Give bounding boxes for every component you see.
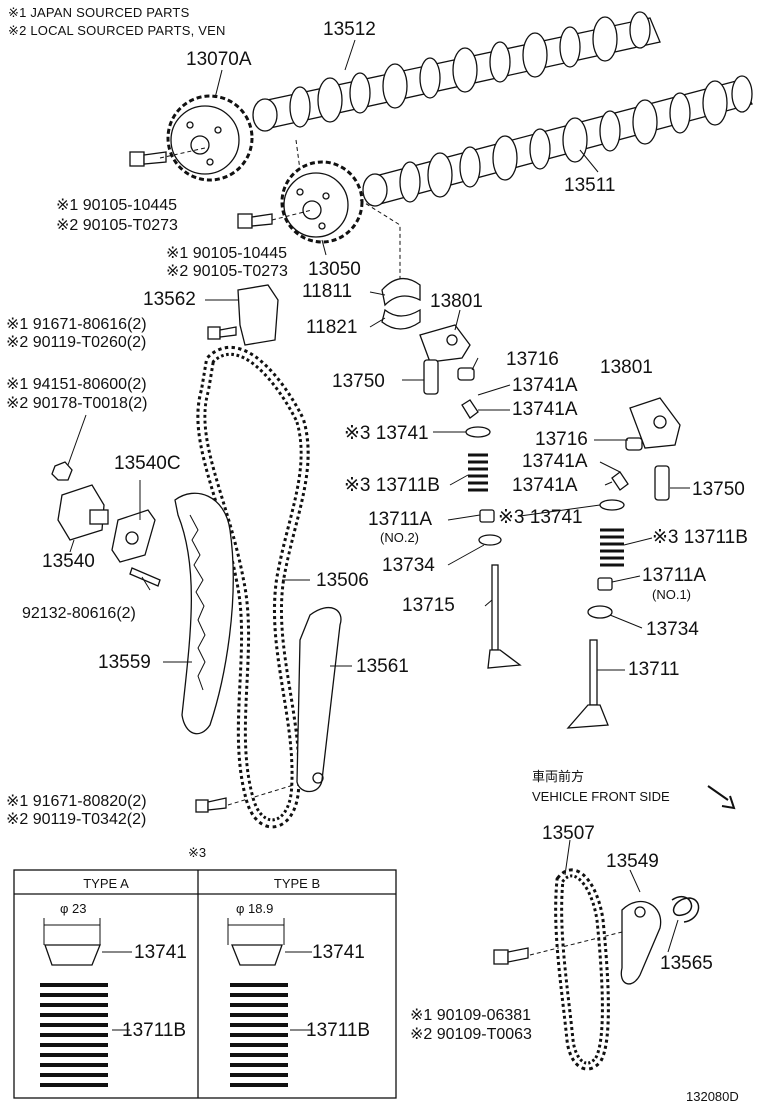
label-bolt1-b: ※2 90105-T0273 <box>56 217 178 234</box>
dia-b: φ 18.9 <box>236 901 274 916</box>
note-local-sourced: ※2 LOCAL SOURCED PARTS, VEN <box>8 23 226 38</box>
label-bolt4-a: ※1 91671-80820(2) <box>6 793 147 810</box>
label-bolt1-a: ※1 90105-10445 <box>56 197 178 214</box>
label-13741-a: ※3 13741 <box>344 423 429 444</box>
label-13741A-2: 13741A <box>512 399 578 420</box>
label-13507: 13507 <box>542 823 595 844</box>
label-13070A: 13070A <box>186 49 252 70</box>
label-13801-a: 13801 <box>430 291 483 312</box>
label-no1: (NO.1) <box>652 587 691 602</box>
label-nut-a: ※1 94151-80600(2) <box>6 376 147 393</box>
type-box <box>13 869 397 1099</box>
label-13750-a: 13750 <box>332 371 385 392</box>
label-13511: 13511 <box>564 175 616 196</box>
sprocket-13070A <box>166 94 254 182</box>
label-13716-a: 13716 <box>506 349 559 370</box>
label-13711B-b: ※3 13711B <box>652 527 748 548</box>
lash-adjuster-13750-b <box>654 465 670 501</box>
tensioner-13540 <box>57 484 109 541</box>
label-13715: 13715 <box>402 595 455 616</box>
label-bolt3-b: ※2 90119-T0260(2) <box>6 334 147 351</box>
type-a-13711B: 13711B <box>122 1020 187 1041</box>
chain-guide-13559 <box>174 492 234 735</box>
label-bolt4-b: ※2 90119-T0342(2) <box>6 811 147 828</box>
dia-a: φ 23 <box>60 901 87 916</box>
sprocket-13050 <box>280 160 364 244</box>
label-13559: 13559 <box>98 652 151 673</box>
label-13741A-1: 13741A <box>512 375 578 396</box>
label-13565: 13565 <box>660 953 713 974</box>
label-13506: 13506 <box>316 570 369 591</box>
lash-adjuster-13750-a <box>423 359 439 395</box>
type-b-title: TYPE B <box>273 876 321 891</box>
type-a-title: TYPE A <box>83 876 129 891</box>
spring-13711B-b <box>600 528 624 567</box>
label-leaders <box>67 39 690 953</box>
label-13562: 13562 <box>143 289 196 310</box>
label-11811: 11811 <box>302 281 353 302</box>
label-13512: 13512 <box>323 19 376 40</box>
bearing-caps <box>381 278 421 330</box>
gasket-13540C <box>111 509 156 563</box>
diagram-id: 132080D <box>686 1089 739 1104</box>
label-nut-b: ※2 90178-T0018(2) <box>6 395 148 412</box>
label-13734-a: 13734 <box>382 555 435 576</box>
label-13540C: 13540C <box>114 453 181 474</box>
front-side-en: VEHICLE FRONT SIDE <box>532 789 670 804</box>
label-13741A-4: 13741A <box>512 475 578 496</box>
label-13711: 13711 <box>628 659 680 680</box>
label-13750-b: 13750 <box>692 479 745 500</box>
bolt-shapes <box>51 151 529 965</box>
type-b-13711B: 13711B <box>306 1020 371 1041</box>
label-13561: 13561 <box>356 656 409 677</box>
label-13050: 13050 <box>308 259 361 280</box>
label-bolt2-a: ※1 90105-10445 <box>166 245 288 262</box>
label-13711B-a: ※3 13711B <box>344 475 440 496</box>
label-13711A-b: 13711A <box>642 565 707 586</box>
camshaft-13511 <box>362 75 753 207</box>
label-bolt5-a: ※1 90109-06381 <box>410 1007 532 1024</box>
front-side-jp: 車両前方 <box>532 769 585 784</box>
label-13734-b: 13734 <box>646 619 699 640</box>
label-11821: 11821 <box>306 317 358 338</box>
spring-13565 <box>671 895 700 923</box>
label-13716-b: 13716 <box>535 429 588 450</box>
type-a-13741: 13741 <box>134 942 187 963</box>
label-no2: (NO.2) <box>380 530 419 545</box>
front-arrow-icon <box>707 785 736 810</box>
label-13540: 13540 <box>42 551 95 572</box>
label-13801-b: 13801 <box>600 357 653 378</box>
label-13549: 13549 <box>606 851 659 872</box>
valve-13711 <box>566 639 609 729</box>
note3-mark: ※3 <box>188 845 207 860</box>
label-bolt3-a: ※1 91671-80616(2) <box>6 316 147 333</box>
bracket-13562 <box>237 284 279 346</box>
spring-13711B-a <box>468 453 488 492</box>
camshaft-13512 <box>252 11 661 132</box>
label-bolt5-b: ※2 90109-T0063 <box>410 1026 532 1043</box>
label-13741A-3: 13741A <box>522 451 588 472</box>
chain-13507 <box>554 868 610 1071</box>
chain-guide-13561 <box>296 606 342 793</box>
valve-13715 <box>487 564 522 669</box>
rocker-arm-13801-a <box>419 324 471 363</box>
label-bolt2-b: ※2 90105-T0273 <box>166 263 288 280</box>
tensioner-arm-13549 <box>620 900 662 985</box>
label-13741-b: ※3 13741 <box>498 507 583 528</box>
note-japan-sourced: ※1 JAPAN SOURCED PARTS <box>8 5 190 20</box>
type-b-13741: 13741 <box>312 942 365 963</box>
rocker-arm-13801-b <box>629 397 681 449</box>
label-stud: 92132-80616(2) <box>22 605 136 622</box>
label-13711A-a: 13711A <box>368 509 433 530</box>
